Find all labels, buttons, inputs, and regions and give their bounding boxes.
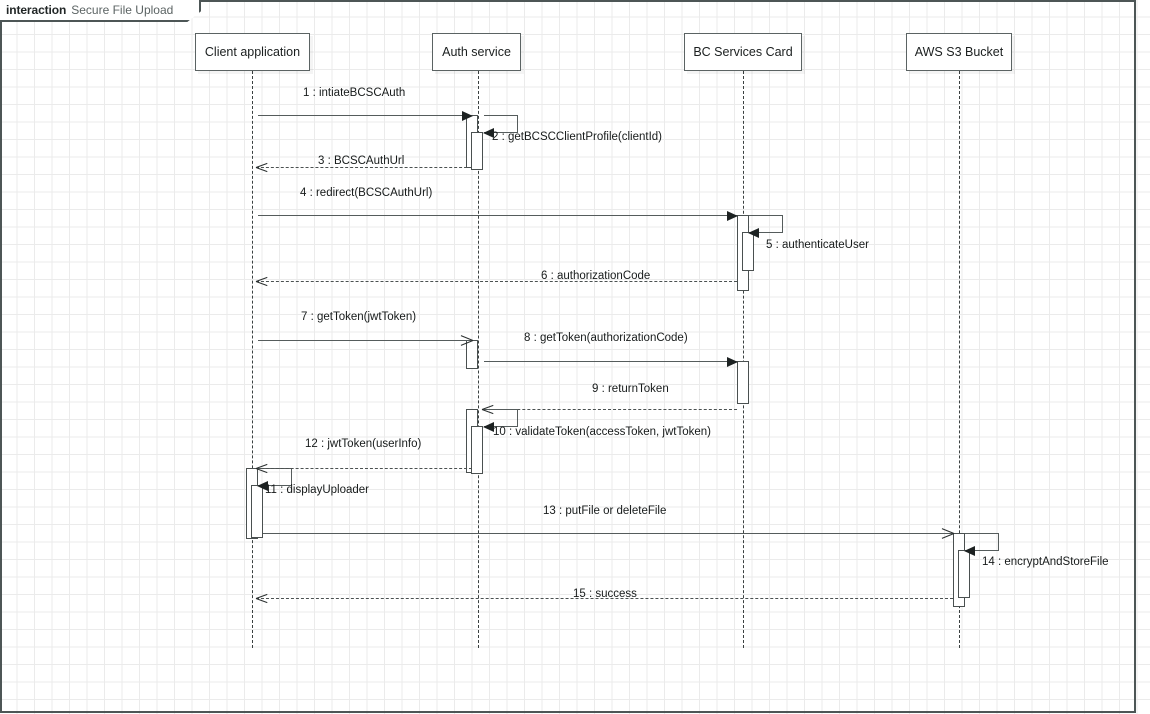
interaction-frame-label: interaction Secure File Upload <box>0 0 201 22</box>
arrowhead-6 <box>256 275 268 287</box>
arrowhead-14 <box>964 546 975 556</box>
message-line-6 <box>256 281 737 282</box>
message-label-10: 10 : validateToken(accessToken, jwtToken… <box>493 426 711 438</box>
arrowhead-10 <box>483 422 494 432</box>
lifeline-line-aws <box>959 71 960 648</box>
lifeline-header-aws[interactable]: AWS S3 Bucket <box>906 33 1012 71</box>
arrowhead-1 <box>462 111 473 121</box>
message-label-3: 3 : BCSCAuthUrl <box>318 155 405 167</box>
lifeline-label-client: Client application <box>204 45 301 59</box>
message-line-9 <box>482 409 737 410</box>
message-label-5: 5 : authenticateUser <box>766 239 869 251</box>
lifeline-line-auth <box>478 71 479 648</box>
message-line-12 <box>256 468 472 469</box>
message-label-13: 13 : putFile or deleteFile <box>543 505 667 517</box>
activation-bar-bcsc <box>737 361 749 404</box>
message-line-7 <box>258 340 472 341</box>
message-line-1 <box>258 115 472 116</box>
frame-name-label: Secure File Upload <box>71 3 174 17</box>
arrowhead-3 <box>256 161 268 173</box>
arrowhead-12 <box>256 462 268 474</box>
message-line-8 <box>484 361 737 362</box>
lifeline-header-auth[interactable]: Auth service <box>432 33 521 71</box>
message-label-11: 11 : displayUploader <box>265 484 369 496</box>
message-label-2: 2 : getBCSCClientProfile(clientId) <box>492 131 663 143</box>
message-label-6: 6 : authorizationCode <box>541 270 651 282</box>
activation-bar-aws <box>958 550 970 598</box>
arrowhead-4 <box>727 211 738 221</box>
message-label-15: 15 : success <box>573 588 637 600</box>
message-line-3 <box>256 167 472 168</box>
activation-bar-auth <box>471 426 483 474</box>
message-label-7: 7 : getToken(jwtToken) <box>301 311 417 323</box>
self-message-2 <box>484 115 518 133</box>
message-line-13 <box>258 533 953 534</box>
arrowhead-7 <box>460 334 472 346</box>
activation-bar-client <box>251 485 263 538</box>
lifeline-header-client[interactable]: Client application <box>195 33 310 71</box>
message-label-14: 14 : encryptAndStoreFile <box>982 556 1109 568</box>
message-label-9: 9 : returnToken <box>592 383 669 395</box>
message-label-8: 8 : getToken(authorizationCode) <box>524 332 688 344</box>
lifeline-label-aws: AWS S3 Bucket <box>914 45 1004 59</box>
arrowhead-2 <box>483 128 494 138</box>
activation-bar-auth <box>471 132 483 170</box>
lifeline-line-bcsc <box>743 71 744 648</box>
lifeline-line-client <box>252 71 253 648</box>
lifeline-header-bcsc[interactable]: BC Services Card <box>684 33 802 71</box>
frame-kind-label: interaction <box>6 3 67 17</box>
self-message-10 <box>484 409 518 427</box>
message-line-4 <box>258 215 737 216</box>
arrowhead-8 <box>727 357 738 367</box>
arrowhead-13 <box>941 527 953 539</box>
arrowhead-9 <box>482 403 494 415</box>
lifeline-label-bcsc: BC Services Card <box>693 45 793 59</box>
message-label-12: 12 : jwtToken(userInfo) <box>305 438 422 450</box>
message-label-1: 1 : intiateBCSCAuth <box>303 87 406 99</box>
self-message-5 <box>749 215 783 233</box>
self-message-14 <box>965 533 999 551</box>
message-line-15 <box>256 598 953 599</box>
message-label-4: 4 : redirect(BCSCAuthUrl) <box>300 187 433 199</box>
lifeline-label-auth: Auth service <box>442 45 511 59</box>
arrowhead-11 <box>257 481 268 491</box>
arrowhead-15 <box>256 592 268 604</box>
arrowhead-5 <box>748 228 759 238</box>
